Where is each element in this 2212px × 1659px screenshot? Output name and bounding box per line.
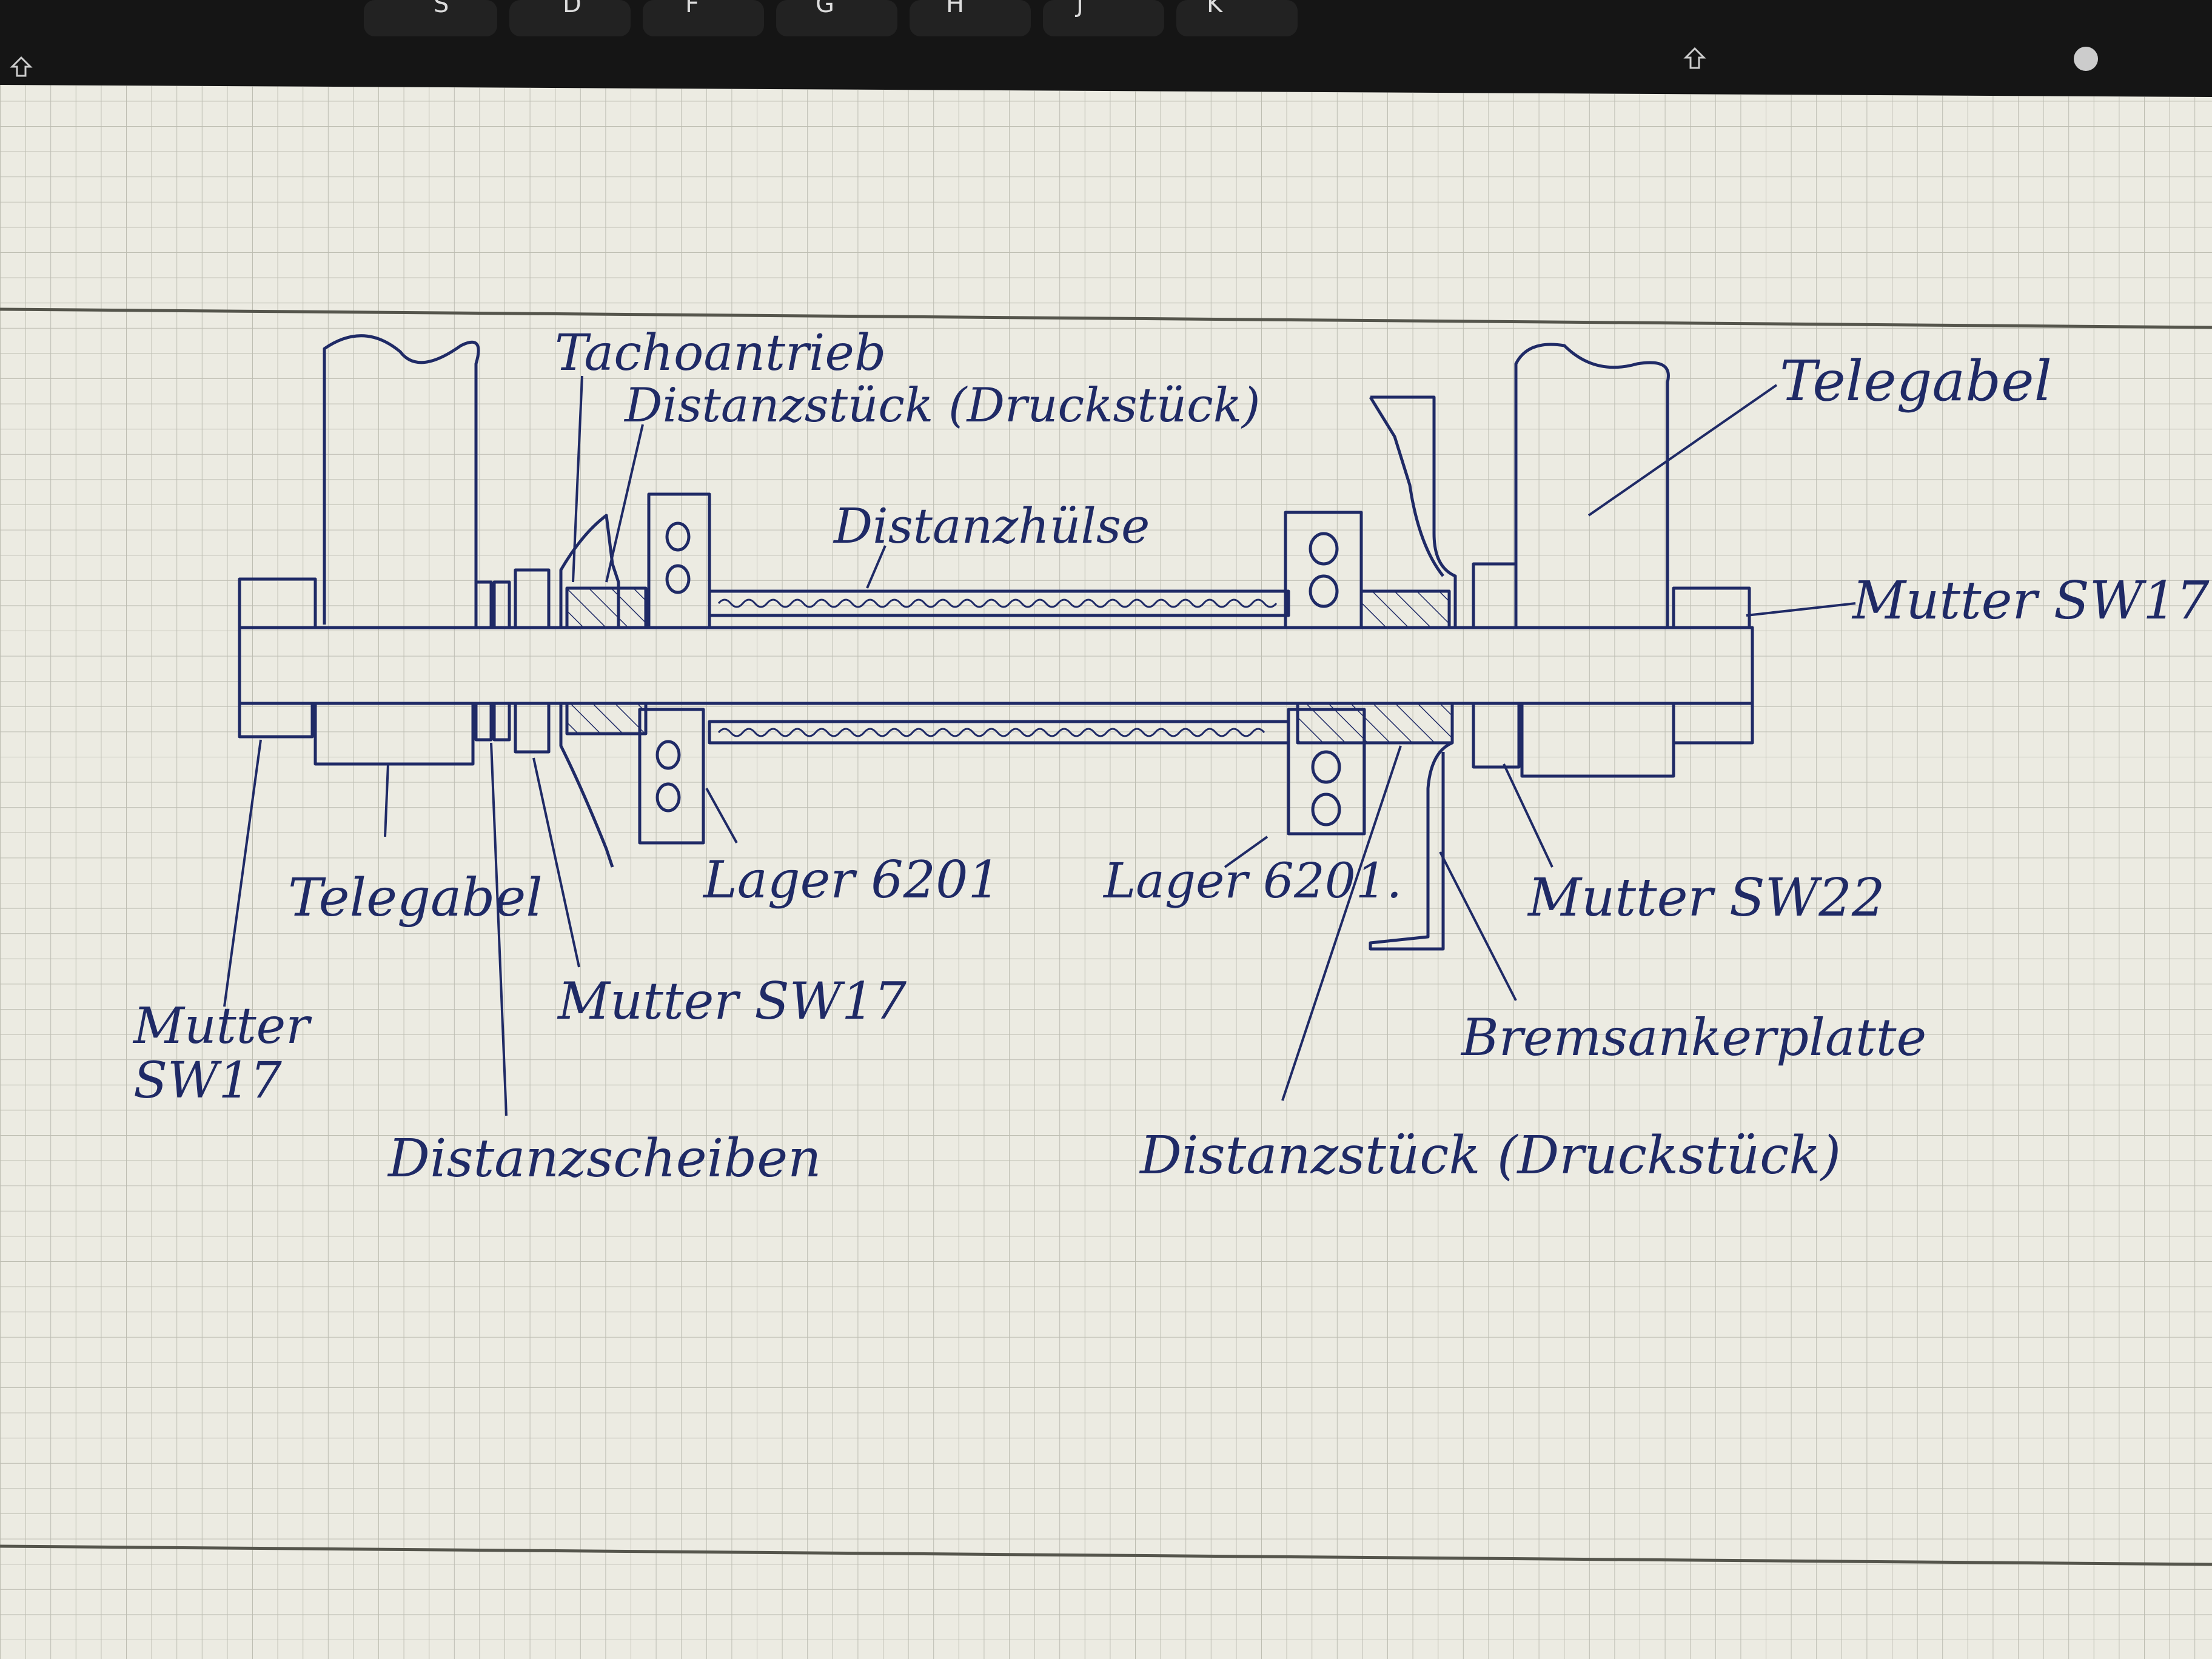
nut-sw22-bottom: [1472, 702, 1521, 769]
brake-anchor-plate: [1370, 395, 1457, 628]
left-nut-top: [238, 577, 317, 629]
brake-anchor-plate: [1369, 741, 1453, 951]
key-s: S: [434, 0, 449, 18]
speedo-drive: [559, 703, 614, 868]
left-bearing-bottom: [638, 708, 705, 845]
label-lager-right: Lager 6201.: [1102, 853, 1402, 909]
label-telegabel-right: Telegabel: [1780, 349, 2052, 414]
left-fork-clamp-bottom: [313, 702, 475, 766]
axle: [238, 626, 1754, 705]
key-j: J: [1074, 0, 1084, 18]
label-mutter-sw17-right: Mutter SW17: [1851, 571, 2210, 631]
key-f: F: [685, 0, 699, 18]
label-telegabel-left: Telegabel: [288, 868, 543, 928]
key-g: G: [816, 0, 834, 18]
distance-sleeve-top: [708, 589, 1290, 617]
key-d: D: [563, 0, 581, 18]
label-lager-left: Lager 6201: [702, 850, 1000, 910]
right-pressure-piece-top: [1359, 589, 1451, 629]
label-mutter-sw17-mid: Mutter SW17: [557, 971, 907, 1031]
label-bremsankerplatte: Bremsankerplatte: [1460, 1008, 1926, 1067]
key-k: K: [1207, 0, 1224, 18]
label-distanzscheiben: Distanzscheiben: [387, 1128, 822, 1189]
right-bearing-top: [1284, 511, 1363, 629]
speedo-drive: [559, 514, 620, 628]
eject-icon: [2074, 47, 2098, 71]
spacer-washer: [474, 580, 493, 629]
right-nut-sw17-bottom: [1672, 702, 1754, 745]
labels: Tachoantrieb Distanzstück (Druckstück) D…: [132, 324, 2210, 1189]
spacer-washer: [474, 702, 493, 742]
left-fork-leg: [323, 334, 480, 625]
axle-drawing: [238, 334, 1754, 951]
left-mid-nut-top: [514, 568, 551, 629]
keyboard: S D F G H J K: [0, 0, 2212, 103]
left-mid-nut-bottom: [514, 702, 551, 754]
left-nut-bottom: [238, 702, 314, 739]
label-mutter-sw22: Mutter SW22: [1527, 868, 1885, 928]
key-h: H: [946, 0, 964, 18]
leader-lines: [223, 375, 1856, 1116]
label-distanzhuelse: Distanzhülse: [833, 498, 1150, 554]
label-mutter-left-line2: SW17: [133, 1052, 283, 1110]
label-mutter-left-line1: Mutter: [132, 997, 312, 1055]
label-distanzstueck-bottom: Distanzstück (Druckstück): [1139, 1125, 1841, 1186]
right-fork-leg: [1514, 343, 1670, 628]
left-bearing-top: [647, 492, 711, 629]
shift-arrow-icon: [10, 56, 33, 77]
spacer-washer: [492, 580, 511, 629]
right-pressure-piece-bottom: [1296, 702, 1454, 745]
label-tachoantrieb: Tachoantrieb: [555, 324, 886, 382]
shift-arrow-icon: [1683, 47, 1706, 69]
spacer-washer: [492, 702, 511, 742]
graph-paper: [0, 85, 2212, 1659]
label-distanzstueck-top: Distanzstück (Druckstück): [623, 378, 1260, 433]
right-nut-sw17-top: [1672, 586, 1751, 629]
